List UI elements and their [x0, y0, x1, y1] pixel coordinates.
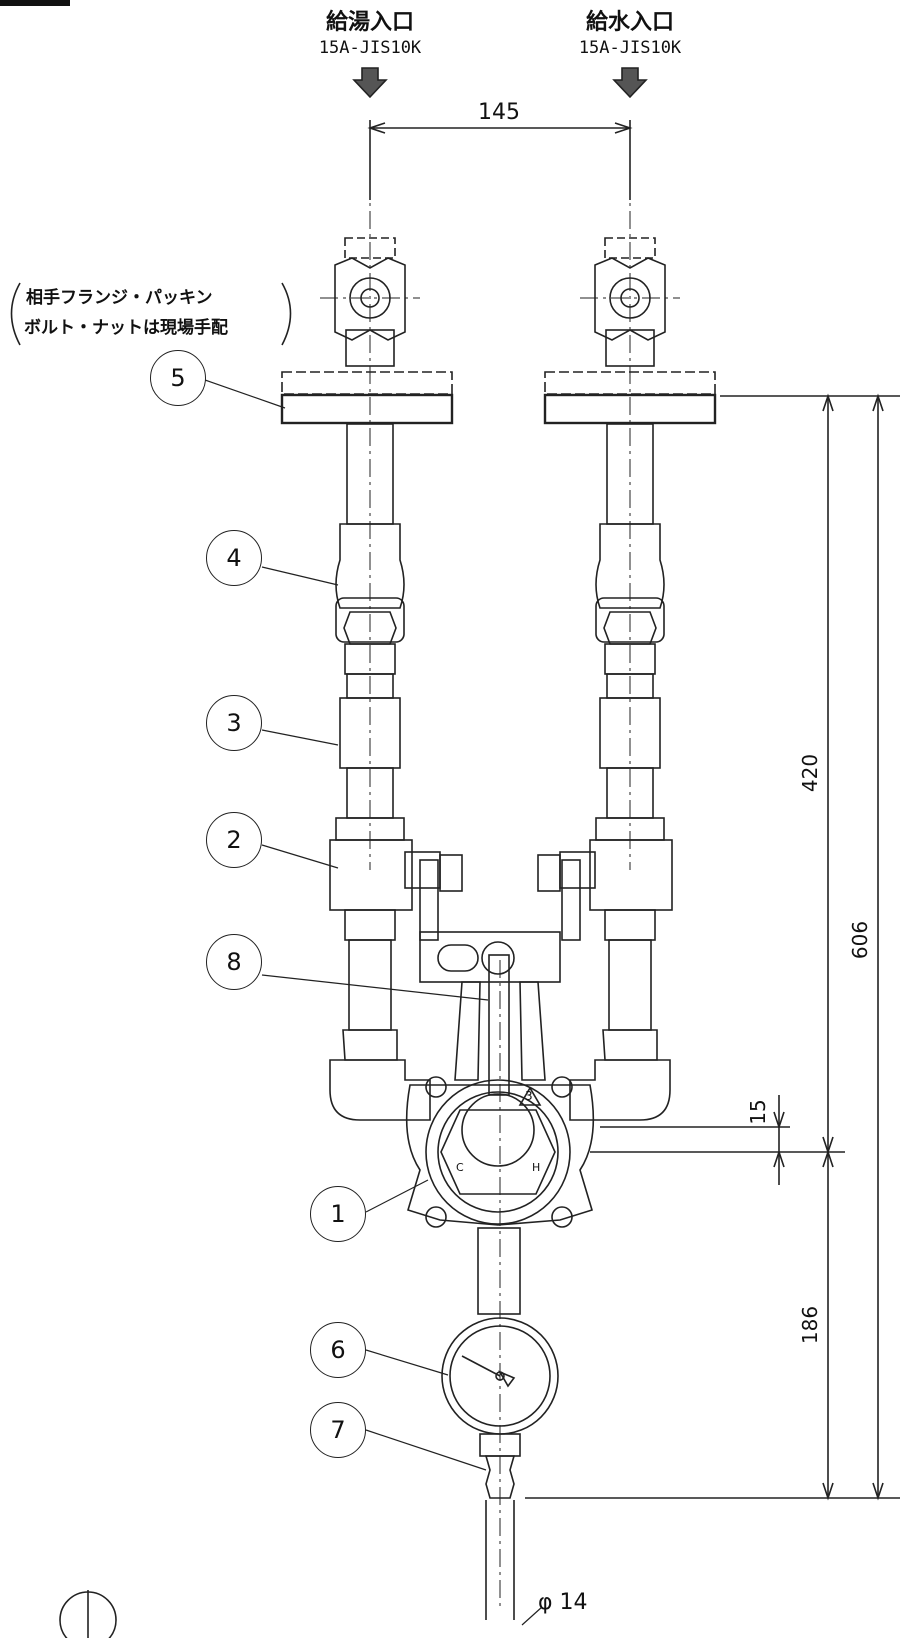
- mixing-valve-body: [405, 931, 595, 1228]
- dimension-inlet-spacing: 145: [478, 100, 520, 125]
- cold-valve-lever: [537, 851, 596, 941]
- dimension-420: 420: [798, 753, 822, 793]
- handle-mark-hot: H: [532, 1161, 541, 1174]
- hot-flange: [280, 371, 454, 425]
- note-line-1: 相手フランジ・パッキン: [26, 288, 213, 308]
- hot-inlet-label: 給湯入口: [325, 10, 414, 35]
- dimension-outlet-diameter: φ 14: [538, 1590, 588, 1615]
- dimension-15: 15: [746, 1099, 770, 1125]
- dimension-145: [367, 120, 633, 200]
- note-left-paren: [10, 282, 21, 346]
- leader-lines: [204, 379, 543, 1626]
- gauge-mark: 3: [525, 1089, 533, 1103]
- part-balloon-4: 4: [206, 530, 262, 586]
- outlet-assembly: [441, 1227, 559, 1620]
- cold-pipe-stack: [569, 423, 673, 1121]
- part-balloon-5: 5: [150, 350, 206, 406]
- cold-flange: [543, 371, 717, 425]
- part-balloon-3: 3: [206, 695, 262, 751]
- view-symbol-icon: [59, 1590, 117, 1638]
- cold-inlet-label: 給水入口: [585, 10, 674, 35]
- hot-inlet-arrow: [352, 67, 388, 99]
- center-lines: [320, 180, 680, 1610]
- part-balloon-1: 1: [310, 1186, 366, 1242]
- sheet-corner-mark: [0, 0, 70, 6]
- hot-valve-lever: [404, 851, 463, 941]
- handle-mark-cold: C: [456, 1161, 464, 1174]
- part-balloon-8: 8: [206, 934, 262, 990]
- note-right-paren: [281, 282, 292, 346]
- dimension-186: 186: [798, 1305, 822, 1345]
- cold-inlet-arrow: [612, 67, 648, 99]
- vertical-dimensions: [525, 393, 900, 1501]
- hot-inlet-spec: 15A-JIS10K: [318, 38, 422, 58]
- dimension-606: 606: [848, 920, 872, 960]
- note-line-2: ボルト・ナットは現場手配: [24, 318, 228, 338]
- part-balloon-2: 2: [206, 812, 262, 868]
- part-balloon-6: 6: [310, 1322, 366, 1378]
- cold-inlet-spec: 15A-JIS10K: [578, 38, 682, 58]
- cold-handwheel: [594, 237, 666, 367]
- part-balloon-7: 7: [310, 1402, 366, 1458]
- hot-pipe-stack: [329, 423, 431, 1121]
- hot-handwheel: [334, 237, 406, 367]
